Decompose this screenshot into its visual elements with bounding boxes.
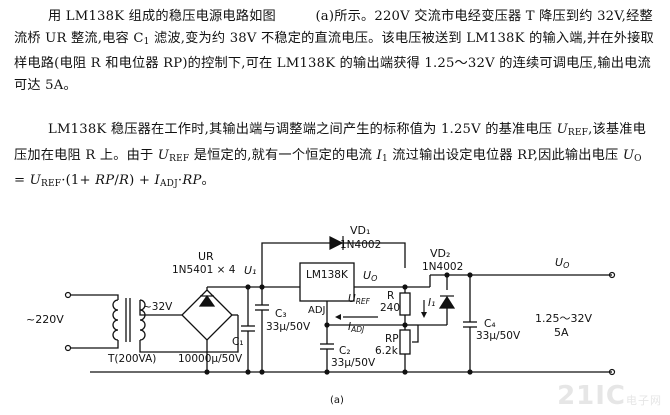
p2-ref: REF: [567, 128, 589, 138]
paragraph-2: LM138K 稳压器在工作时,其输出端与调整端之间产生的标称值为 1.25V 的…: [14, 119, 654, 196]
label-c3: C₃: [275, 308, 287, 320]
label-ur: UR: [198, 250, 214, 263]
p2-dot: ·: [177, 173, 183, 188]
p2-text-a: LM138K 稳压器在工作时,其输出端与调整端之间产生的标称值为 1.25V 的…: [48, 122, 557, 137]
label-uref: UREF: [348, 293, 371, 306]
wire-sec-bottom: [139, 340, 165, 353]
p2-text-h: ) +: [129, 173, 155, 188]
input-terminal-2: [64, 344, 72, 352]
p2-rp: RP: [95, 173, 115, 188]
p2-end: 。: [201, 173, 215, 188]
resistor-r: [399, 292, 411, 316]
rp-wiper: [412, 340, 419, 343]
p2-text-d: 流过输出设定电位器 RP,因此输出电压: [387, 147, 623, 163]
p2-ref3: REF: [40, 179, 62, 189]
p2-i: I: [376, 147, 382, 163]
bridge-diode: [198, 294, 216, 307]
output-terminal-plus: [608, 271, 616, 279]
label-iadj: IADJ: [348, 321, 364, 334]
label-ur-part: 1N5401 × 4: [172, 264, 236, 276]
p2-r: R: [119, 173, 130, 188]
diode-vd1: [329, 236, 344, 250]
p2-slash: /: [114, 173, 120, 188]
label-uo-pin: UO: [363, 269, 377, 283]
p2-text-b: ,该基准电压加在电阻 R 上。由于: [14, 122, 647, 163]
wire-pri-top: [70, 294, 119, 300]
label-c4-val: 33μ/50V: [476, 330, 521, 342]
label-r: R: [387, 290, 394, 302]
label-transformer: T(200VA): [107, 353, 156, 365]
label-input: ~220V: [26, 313, 64, 326]
label-current: 5A: [554, 326, 569, 339]
label-i1: I₁: [428, 297, 435, 309]
label-c2-val: 33μ/50V: [331, 357, 376, 369]
input-terminal-1: [64, 291, 72, 299]
diode-vd2: [438, 295, 456, 309]
watermark-logo: 21IC电子网: [557, 381, 662, 411]
label-c3-val: 33μ/50V: [266, 321, 311, 333]
watermark-logo-text: 21IC: [557, 381, 626, 411]
label-c1: C₁: [232, 336, 244, 348]
label-c2: C₂: [339, 345, 351, 357]
transformer-primary: [112, 299, 119, 341]
label-range: 1.25～32V: [535, 312, 592, 325]
p2-uo: U: [622, 147, 635, 163]
p1-text-b: (a)所示。220V 交流市电经变压器 T 降压到约 32V,经整流桥 UR 整…: [14, 9, 653, 46]
figure-caption: (a): [330, 395, 344, 406]
output-terminal-minus: [608, 368, 616, 376]
watermark-sub-text: 电子网: [626, 394, 662, 407]
p2-i1: 1: [381, 153, 388, 164]
p2-ref2: REF: [169, 153, 190, 164]
label-c4: C₄: [484, 318, 496, 330]
wire-sec-top: [139, 300, 165, 316]
p2-u3: U: [29, 173, 41, 188]
label-vd1-part: 1N4002: [340, 239, 381, 251]
label-vd2-part: 1N4002: [422, 261, 463, 273]
p2-text-c: 是恒定的,就有一个恒定的电流: [189, 147, 377, 163]
label-u1: U₁: [244, 264, 256, 277]
label-c1-val: 10000μ/50V: [178, 353, 243, 365]
p2-text-f: ·(1+: [61, 173, 96, 188]
p2-eq: =: [14, 173, 30, 188]
wire-bridge-right: [165, 315, 239, 353]
p1-text-d: 滤波,变为约 38V 不稳定的直流电压。该电压被送到 LM138K 的输入端,并…: [14, 30, 654, 93]
potentiometer-rp: [399, 329, 411, 355]
p2-u: U: [556, 122, 568, 137]
label-rp: RP: [385, 333, 399, 345]
p2-u2: U: [157, 147, 170, 163]
p1-text-a: 用 LM138K 组成的稳压电源电路如图: [48, 9, 276, 24]
p2-iadj: I: [154, 173, 160, 188]
label-vd2: VD₂: [430, 247, 450, 260]
p2-adj: ADJ: [159, 179, 178, 189]
p2-rp2: RP: [182, 173, 202, 188]
label-uout: UO: [555, 256, 569, 270]
label-ic: LM138K: [306, 269, 349, 281]
label-adj: ADJ: [308, 305, 326, 316]
label-vd1: VD₁: [350, 224, 370, 237]
label-rp-val: 6.2k: [375, 345, 399, 357]
transformer-secondary: [139, 299, 146, 341]
paragraph-1: 用 LM138K 组成的稳压电源电路如图 (a)所示。220V 交流市电经变压器…: [14, 6, 654, 96]
p2-o: O: [634, 153, 642, 164]
wire-pri-bottom: [70, 340, 119, 349]
label-secondary: ~32V: [143, 301, 173, 313]
label-r-val: 240: [380, 302, 400, 314]
p1-sub-c1: 1: [143, 36, 150, 47]
